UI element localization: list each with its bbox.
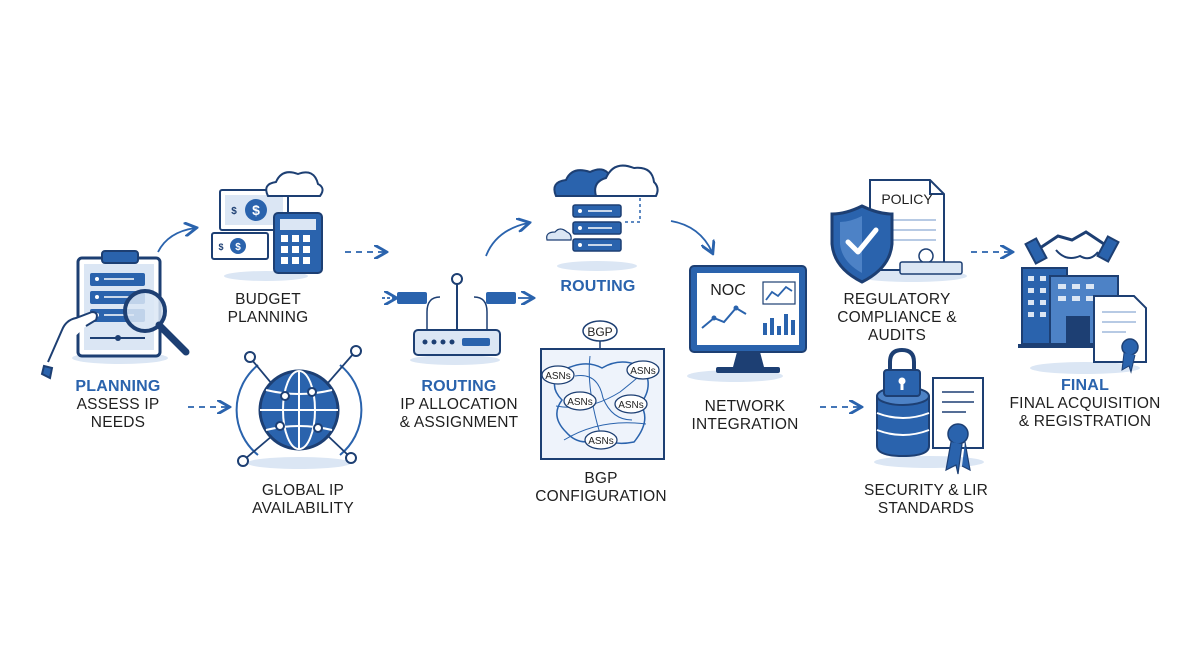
globe-icon bbox=[235, 345, 363, 467]
security-label: SECURITY & LIR STANDARDS bbox=[864, 482, 988, 518]
certificate-icon bbox=[932, 377, 984, 475]
security-line-2: STANDARDS bbox=[877, 500, 975, 517]
security-line-1: SECURITY & LIR bbox=[864, 482, 988, 499]
bgp-line-1: BGP bbox=[584, 470, 618, 487]
svg-text:$: $ bbox=[252, 202, 260, 218]
final-label: FINAL FINAL ACQUISITION & REGISTRATION bbox=[1010, 377, 1161, 431]
router-icon bbox=[382, 273, 532, 356]
regulatory-line-3: AUDITS bbox=[867, 327, 927, 344]
policy-document-text: POLICY bbox=[881, 191, 933, 207]
network-line-2: INTEGRATION bbox=[691, 416, 799, 433]
network-integration-label: NETWORK INTEGRATION bbox=[692, 398, 799, 434]
routing-top-label: ROUTING bbox=[560, 278, 635, 296]
building-icon bbox=[1018, 267, 1122, 348]
budget-line-1: BUDGET bbox=[235, 291, 301, 308]
noc-screen-text: NOC bbox=[710, 282, 746, 299]
hand-icon bbox=[40, 310, 98, 380]
final-line-2: & REGISTRATION bbox=[1018, 413, 1152, 430]
final-line-1: FINAL ACQUISITION bbox=[1009, 395, 1161, 412]
svg-text:$: $ bbox=[235, 242, 241, 253]
planning-line-2: NEEDS bbox=[90, 414, 146, 431]
planning-label: PLANNING ASSESS IP NEEDS bbox=[75, 378, 160, 432]
routing-allocation-heading: ROUTING bbox=[421, 378, 497, 395]
planning-heading: PLANNING bbox=[75, 378, 161, 395]
magnifier-icon bbox=[123, 289, 190, 356]
routing-allocation-line-1: IP ALLOCATION bbox=[400, 396, 518, 413]
flow-arrows bbox=[157, 221, 1011, 407]
money-icon: $ $ $ $ bbox=[211, 189, 289, 260]
asn-label: ASNs bbox=[567, 397, 593, 408]
global-ip-line-1: GLOBAL IP bbox=[261, 482, 345, 499]
server-icon bbox=[546, 164, 659, 252]
handshake-icon bbox=[1024, 230, 1120, 265]
regulatory-label: REGULATORY COMPLIANCE & AUDITS bbox=[837, 291, 957, 345]
calculator-icon bbox=[273, 212, 323, 274]
budget-line-2: PLANNING bbox=[227, 309, 309, 326]
routing-allocation-label: ROUTING IP ALLOCATION & ASSIGNMENT bbox=[400, 378, 519, 432]
asn-label: ASNs bbox=[630, 366, 656, 377]
monitor-icon bbox=[689, 265, 807, 373]
svg-text:$: $ bbox=[218, 242, 223, 252]
routing-top-heading: ROUTING bbox=[560, 278, 636, 295]
global-ip-label: GLOBAL IP AVAILABILITY bbox=[252, 482, 354, 518]
planning-line-1: ASSESS IP bbox=[76, 396, 160, 413]
routing-allocation-line-2: & ASSIGNMENT bbox=[399, 414, 519, 431]
asn-label: ASNs bbox=[618, 400, 644, 411]
bgp-line-2: CONFIGURATION bbox=[535, 488, 667, 505]
clipboard-icon bbox=[76, 250, 162, 358]
cloud-icon bbox=[265, 171, 324, 197]
final-heading: FINAL bbox=[1060, 377, 1110, 394]
asn-label: ASNs bbox=[588, 436, 614, 447]
network-line-1: NETWORK bbox=[704, 398, 786, 415]
shield-icon bbox=[830, 204, 894, 284]
regulatory-line-1: REGULATORY bbox=[843, 291, 951, 308]
bgp-label: BGP CONFIGURATION bbox=[535, 470, 666, 506]
budget-label: BUDGET PLANNING bbox=[228, 291, 309, 327]
regulatory-line-2: COMPLIANCE & bbox=[837, 309, 957, 326]
global-ip-line-2: AVAILABILITY bbox=[252, 500, 354, 517]
registration-document-icon bbox=[1093, 295, 1147, 374]
database-lock-icon bbox=[876, 347, 930, 458]
asn-label: ASNs bbox=[545, 371, 571, 382]
bgp-badge-text: BGP bbox=[587, 325, 612, 339]
svg-text:$: $ bbox=[231, 206, 237, 217]
